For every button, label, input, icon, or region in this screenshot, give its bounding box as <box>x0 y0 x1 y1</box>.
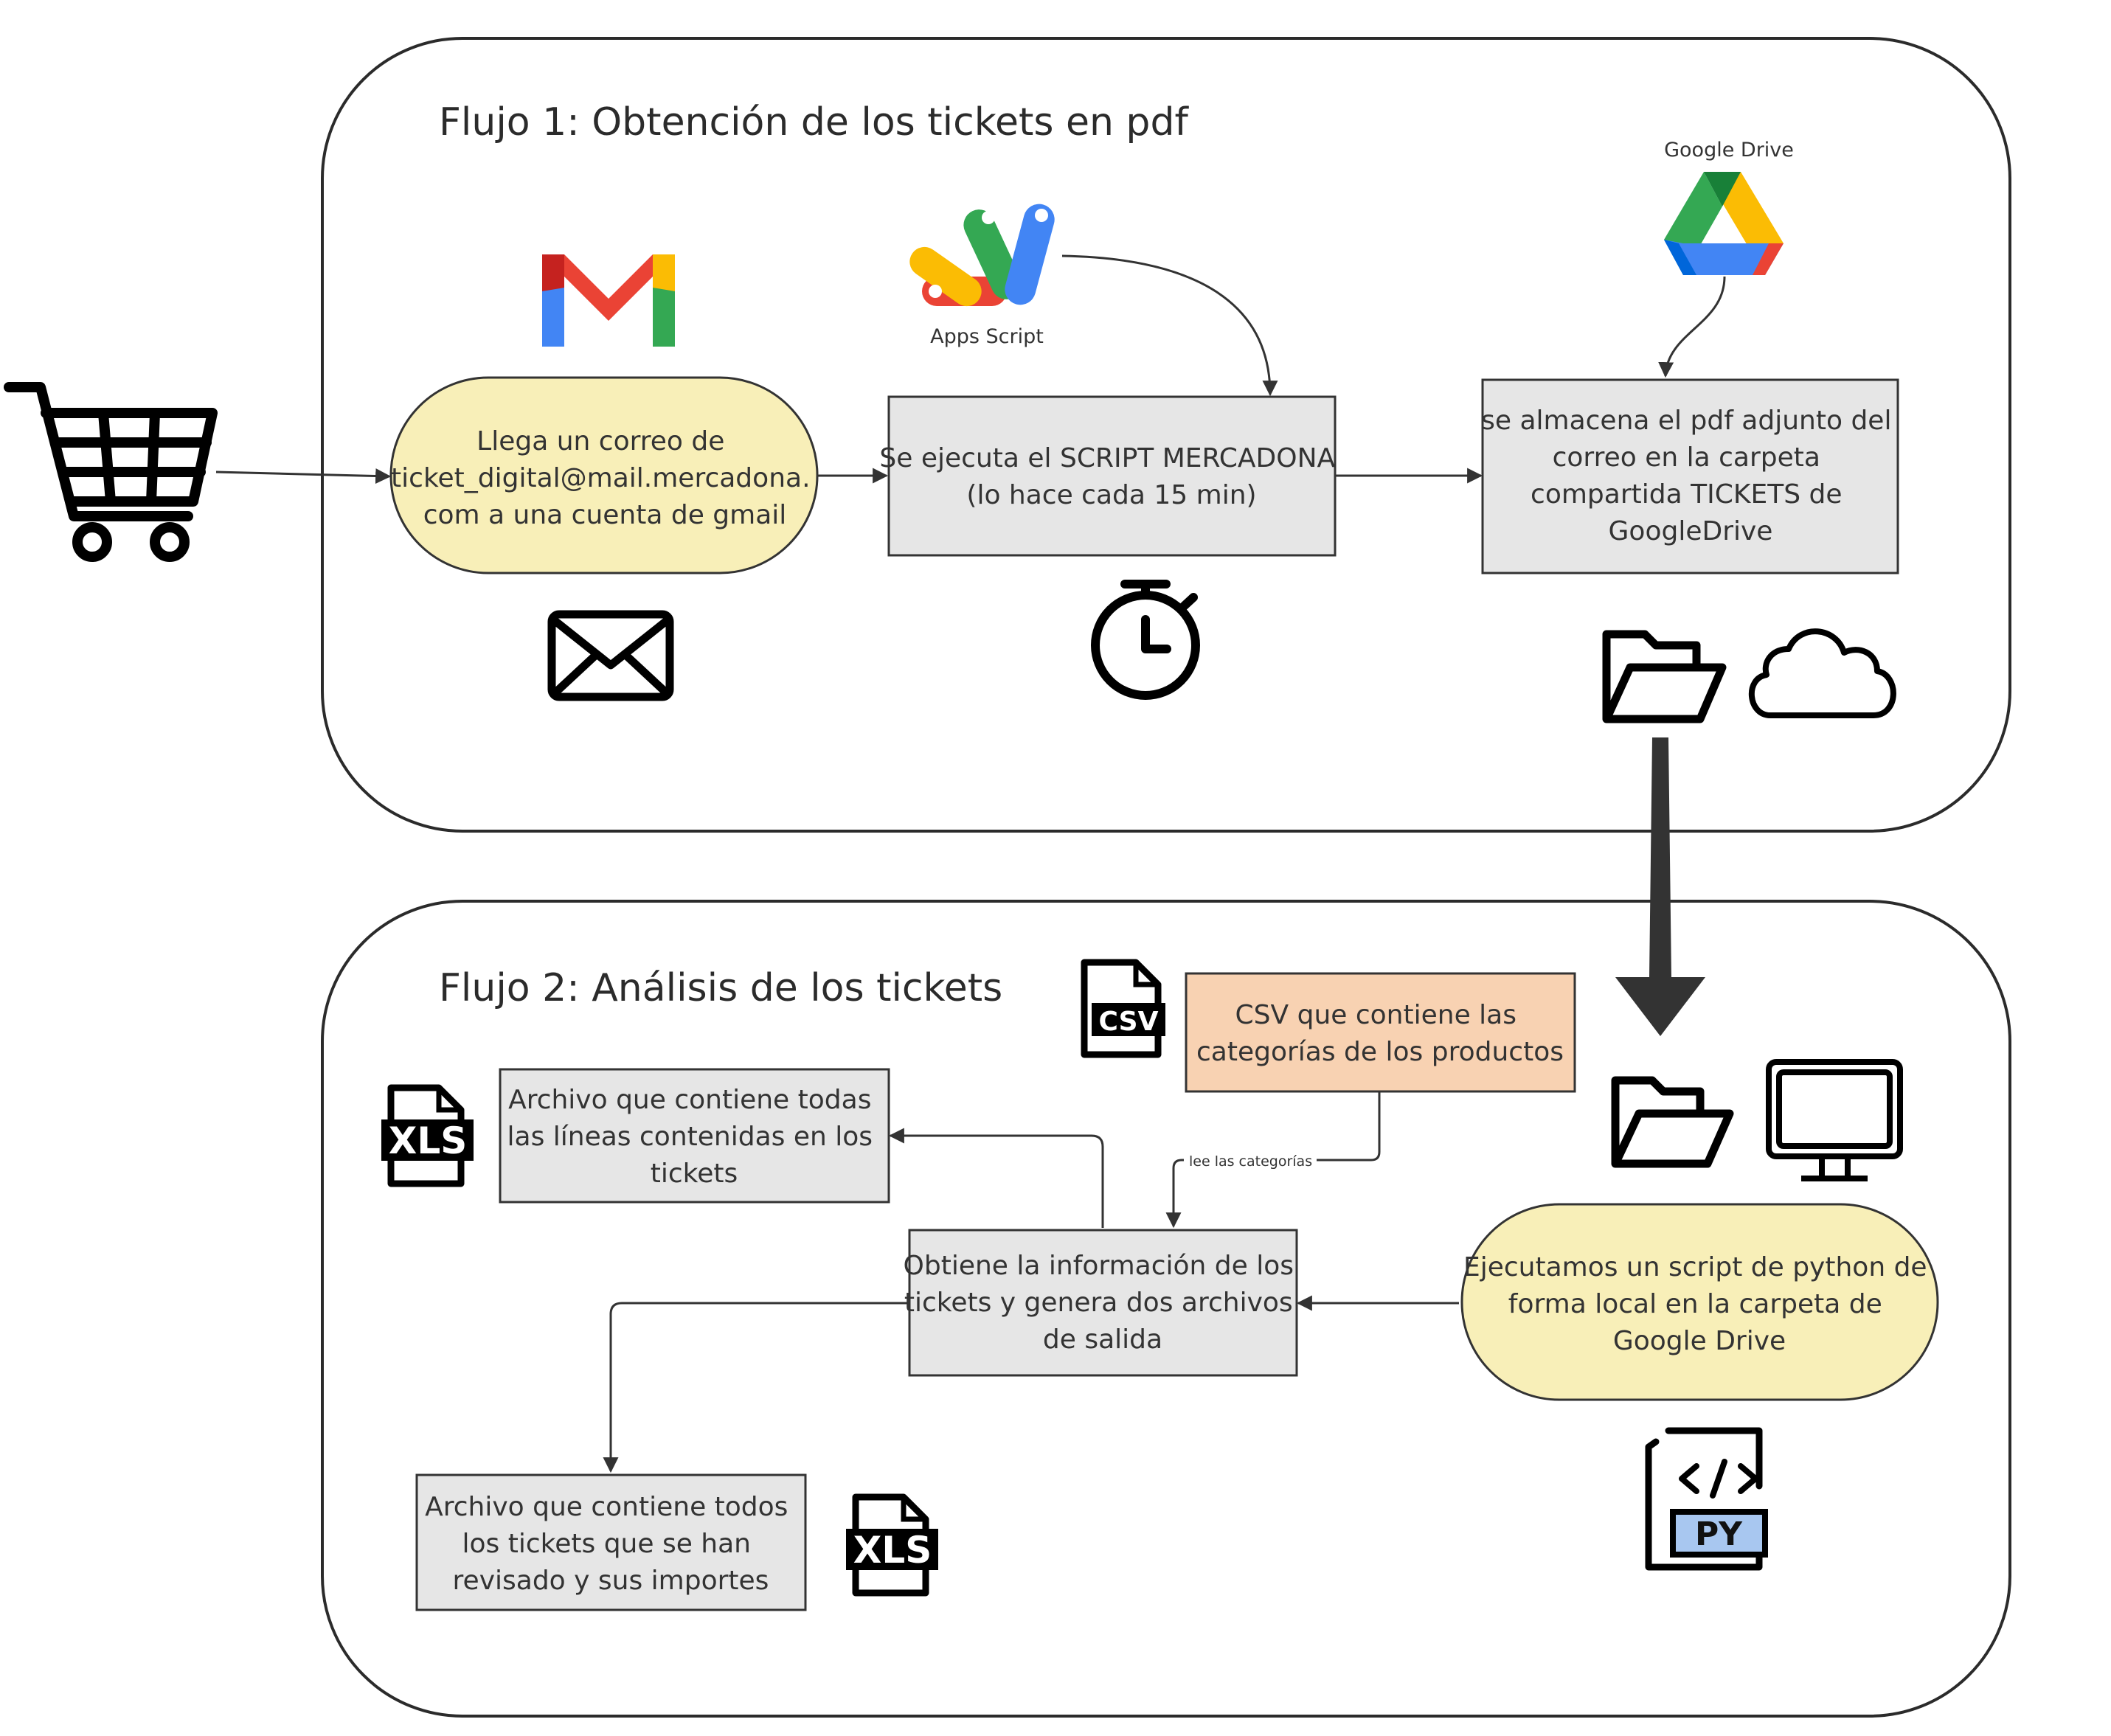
svg-text:se almacena el pdf adjunto del: se almacena el pdf adjunto del correo en… <box>1481 406 1900 546</box>
stopwatch-icon <box>1091 580 1200 700</box>
lines-file-node-line-1: Archivo que contiene todas <box>508 1085 871 1115</box>
tickets-file-node-line-3: revisado y sus importes <box>453 1566 769 1596</box>
python-file-icon: PY <box>1645 1427 1768 1571</box>
python-node-line-3: Google Drive <box>1613 1326 1786 1356</box>
gmail-node: Llega un correo de ticket_digital@mail.m… <box>389 376 819 574</box>
script-node-line-2: (lo hace cada 15 min) <box>966 480 1256 510</box>
process-to-tickets-arrow <box>603 1302 909 1473</box>
xls-file-icon: XLS <box>846 1493 938 1597</box>
drive-node-line-2: correo en la carpeta <box>1553 442 1820 473</box>
process-node: Obtiene la información de los tickets y … <box>904 1229 1303 1377</box>
gmail-icon <box>542 254 675 347</box>
tickets-file-node-line-2: los tickets que se han <box>462 1529 751 1559</box>
lines-file-node-line-2: las líneas contenidas en los <box>507 1122 873 1152</box>
flow1-container: Flujo 1: Obtención de los tickets en pdf <box>321 37 2011 833</box>
python-node: Ejecutamos un script de python de forma … <box>1460 1203 1939 1401</box>
apps-script-icon: Apps Script <box>909 204 1055 348</box>
csv-node-line-1: CSV que contiene las <box>1235 1000 1516 1030</box>
script-node: Se ejecuta el SCRIPT MERCADONA (lo hace … <box>879 395 1343 557</box>
gmail-node-line-3: com a una cuenta de gmail <box>423 500 787 530</box>
drive-node-line-4: GoogleDrive <box>1609 516 1773 546</box>
gmail-node-line-1: Llega un correo de <box>476 426 724 456</box>
flow-transition-arrow <box>1615 737 1705 1036</box>
shopping-cart-icon <box>4 382 218 562</box>
cart-to-gmail-arrow <box>215 468 392 485</box>
python-node-line-1: Ejecutamos un script de python de <box>1463 1252 1927 1282</box>
py-badge: PY <box>1695 1515 1743 1553</box>
xls-badge: XLS <box>389 1119 467 1162</box>
gmail-node-line-2: ticket_digital@mail.mercadona. <box>391 463 810 493</box>
svg-text:Obtiene la información de los: Obtiene la información de los tickets y … <box>904 1251 1303 1355</box>
flow2-connectors: lee las categorías <box>603 1089 1459 1473</box>
tickets-file-node-line-1: Archivo que contiene todos <box>425 1492 788 1522</box>
folder-icon <box>1611 1076 1734 1168</box>
tickets-file-node: Archivo que contiene todos los tickets q… <box>415 1473 807 1611</box>
svg-text:Llega un correo de ticke: Llega un correo de ticket_digital@mail.m… <box>391 426 819 530</box>
google-drive-icon: Google Drive <box>1664 139 1794 275</box>
python-node-line-2: forma local en la carpeta de <box>1508 1289 1882 1319</box>
process-node-line-1: Obtiene la información de los <box>904 1251 1294 1281</box>
drive-node: se almacena el pdf adjunto del correo en… <box>1481 378 1900 574</box>
lines-file-node: Archivo que contiene todas las líneas co… <box>499 1068 890 1204</box>
csv-file-icon: CSV <box>1081 959 1165 1058</box>
google-drive-arrow <box>1658 276 1726 378</box>
csv-node: CSV que contiene las categorías de los p… <box>1185 972 1576 1093</box>
monitor-icon <box>1766 1059 1903 1181</box>
flow1-title: Flujo 1: Obtención de los tickets en pdf <box>439 100 1189 145</box>
xls-file-icon: XLS <box>381 1084 474 1187</box>
svg-text:Archivo que contiene todos: Archivo que contiene todos los tickets q… <box>425 1492 797 1596</box>
flow2-title: Flujo 2: Análisis de los tickets <box>439 966 1002 1010</box>
apps-script-arrow <box>1061 254 1278 397</box>
csv-node-line-2: categorías de los productos <box>1196 1037 1564 1067</box>
csv-badge: CSV <box>1099 1007 1159 1037</box>
svg-text:CSV que contiene las cat: CSV que contiene las categorías de los p… <box>1196 1000 1564 1067</box>
svg-text:Ejecutamos un script de python: Ejecutamos un script de python de forma … <box>1463 1252 1935 1356</box>
process-node-line-3: de salida <box>1043 1324 1162 1355</box>
envelope-icon <box>547 610 674 701</box>
script-node-line-1: Se ejecuta el SCRIPT MERCADONA <box>879 443 1335 473</box>
edge-label: lee las categorías <box>1189 1153 1312 1170</box>
svg-text:Archivo que contiene todas: Archivo que contiene todas las líneas co… <box>507 1085 881 1189</box>
apps-script-label: Apps Script <box>930 325 1044 348</box>
lines-file-node-line-3: tickets <box>651 1159 738 1189</box>
flow2-container: Flujo 2: Análisis de los tickets <box>321 900 2011 1718</box>
drive-node-line-3: compartida TICKETS de <box>1531 479 1842 510</box>
process-to-lines-arrow <box>888 1128 1104 1228</box>
drive-node-line-1: se almacena el pdf adjunto del <box>1481 406 1891 436</box>
cloud-icon <box>1748 628 1896 718</box>
xls-badge: XLS <box>853 1529 932 1572</box>
flow1-connectors <box>215 254 1726 485</box>
folder-icon <box>1602 630 1727 723</box>
process-node-line-2: tickets y genera dos archivos <box>904 1288 1293 1318</box>
svg-text:Se ejecuta el SCRIPT MERCADONA: Se ejecuta el SCRIPT MERCADONA (lo hace … <box>879 443 1343 510</box>
google-drive-label: Google Drive <box>1664 139 1794 162</box>
